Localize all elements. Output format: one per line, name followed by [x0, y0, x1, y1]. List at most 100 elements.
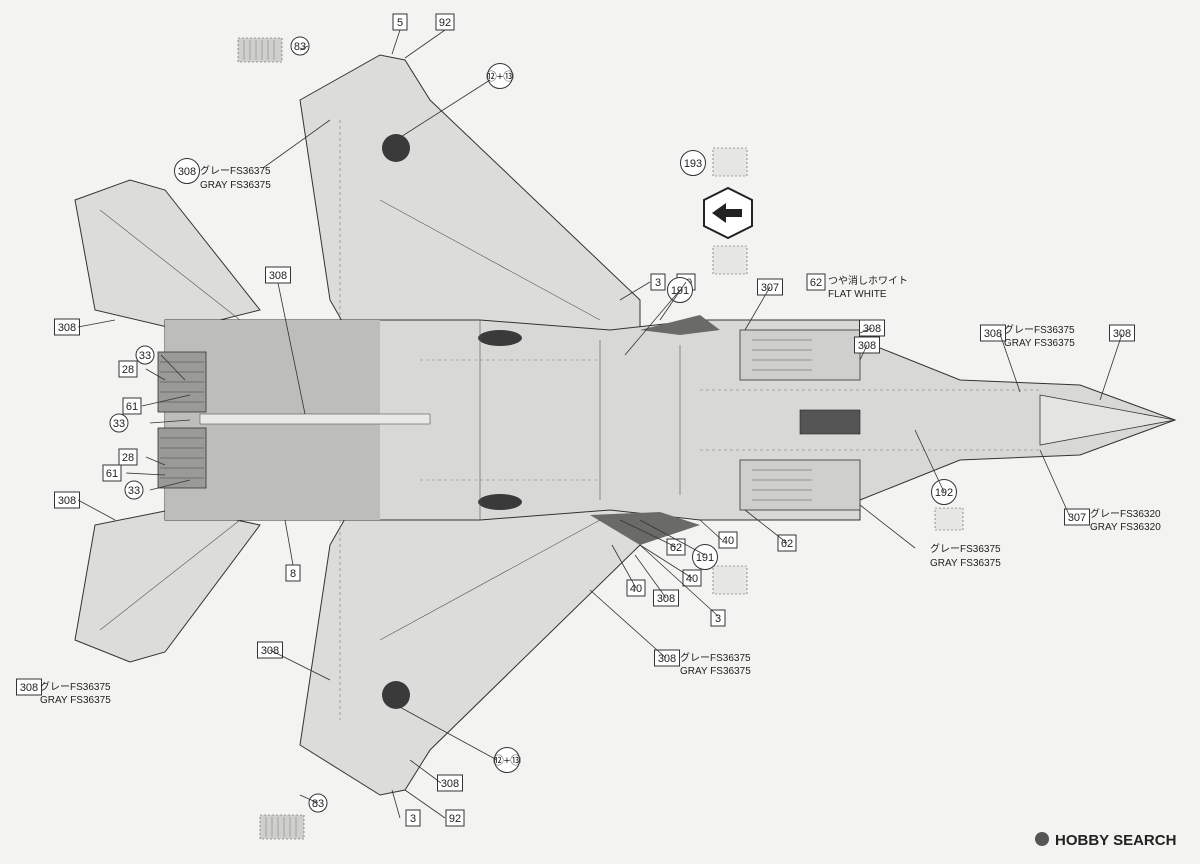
callout-c308c: 308	[265, 266, 291, 284]
label-gray-lowerwing-en: GRAY FS36375	[680, 666, 751, 677]
callout-number: 307	[1068, 512, 1086, 524]
callout-number: 307	[761, 282, 779, 294]
label-gray-lowerwing-jp: グレーFS36375	[680, 651, 751, 664]
watermark-logo-icon	[1035, 832, 1049, 846]
callout-c28a: 28	[118, 360, 138, 378]
callout-c5: 5	[392, 13, 408, 31]
wing-upper	[299, 54, 641, 336]
callout-number: 308	[863, 323, 881, 335]
decal-box-193	[712, 147, 748, 177]
callout-number: 308	[178, 166, 196, 178]
direction-arrow-icon	[703, 186, 753, 240]
label-gray-intake-en: GRAY FS36375	[930, 558, 1001, 569]
label-gray-nose-en: GRAY FS36375	[1004, 338, 1075, 349]
stabilizer-upper	[74, 179, 261, 331]
callout-number: 192	[935, 487, 953, 499]
stabilizer-lower	[74, 507, 261, 663]
callout-c12t: ⑫+⑬	[486, 63, 514, 89]
color-labels: グレーFS36375 GRAY FS36375 つや消しホワイト FLAT WH…	[40, 164, 1161, 706]
label-flat-white-jp: つや消しホワイト	[828, 274, 908, 287]
callout-c308m: 308	[437, 774, 463, 792]
roundel-upper	[382, 134, 410, 162]
callout-c8: 8	[285, 564, 301, 582]
label-gray-nose-jp: グレーFS36375	[1004, 323, 1075, 336]
callout-number: ⑫+⑬	[493, 754, 521, 767]
main-gear-upper	[478, 330, 522, 346]
callout-c92t: 92	[435, 13, 455, 31]
label-gray-tail-jp: グレーFS36375	[40, 680, 111, 693]
callout-number: 83	[294, 41, 306, 53]
watermark-text: HOBBY SEARCH	[1055, 832, 1176, 849]
callout-c28b: 28	[118, 448, 138, 466]
callout-number: 308	[261, 645, 279, 657]
callout-number: 61	[126, 401, 138, 413]
callout-number: 8	[290, 568, 296, 580]
nose-gear-bay	[799, 409, 861, 435]
callout-number: 62	[810, 277, 822, 289]
callout-c308j: 308	[654, 649, 680, 667]
callout-c62a: 62	[806, 273, 826, 291]
callout-c308d: 308	[54, 491, 80, 509]
callout-c308b: 308	[54, 318, 80, 336]
callout-number: ⑫+⑬	[486, 70, 514, 83]
callout-number: 308	[20, 682, 38, 694]
callout-c191b: 191	[692, 544, 718, 570]
callout-c33b: 33	[109, 413, 129, 433]
callout-c308g: 308	[980, 324, 1006, 342]
decal-stripe-lines	[243, 40, 297, 837]
callout-c12b: ⑫+⑬	[493, 747, 521, 773]
callout-number: 62	[670, 542, 682, 554]
label-gray-intake-jp: グレーFS36375	[930, 542, 1001, 555]
decal-stripe-top	[237, 37, 283, 63]
dark-marking-lower	[590, 512, 700, 545]
decal-box-192	[934, 507, 964, 531]
callout-number: 308	[858, 340, 876, 352]
callout-number: 308	[58, 495, 76, 507]
wing-lower	[299, 509, 641, 796]
callout-c193: 193	[680, 150, 706, 176]
callout-c40b: 40	[718, 531, 738, 549]
decal-stripe-bottom	[259, 814, 305, 840]
callout-number: 3	[655, 277, 661, 289]
callout-c308a: 308	[174, 158, 200, 184]
label-gray-wing-jp: グレーFS36375	[200, 164, 271, 177]
callout-c308l: 308	[16, 678, 42, 696]
label-gray320-en: GRAY FS36320	[1090, 522, 1161, 533]
callout-c3a: 3	[650, 273, 666, 291]
label-gray320-jp: グレーFS36320	[1090, 507, 1161, 520]
callout-number: 308	[58, 322, 76, 334]
intake-lower	[739, 459, 861, 511]
callout-c307b: 307	[1064, 508, 1090, 526]
callout-c308h: 308	[1109, 324, 1135, 342]
watermark: HOBBY SEARCH	[1035, 832, 1176, 849]
nozzle-petals	[160, 361, 204, 479]
center-spine	[199, 413, 431, 425]
callout-number: 61	[106, 468, 118, 480]
callout-c33a: 33	[135, 345, 155, 365]
callout-number: 308	[269, 270, 287, 282]
callout-c92b: 92	[445, 809, 465, 827]
callout-number: 3	[410, 813, 416, 825]
label-gray-tail-en: GRAY FS36375	[40, 695, 111, 706]
callout-number: 40	[630, 583, 642, 595]
callout-number: 92	[449, 813, 461, 825]
callout-c3c: 3	[405, 809, 421, 827]
panel-lines	[99, 120, 1041, 720]
callout-number: 308	[441, 778, 459, 790]
callout-number: 5	[397, 17, 403, 29]
callout-c3b: 3	[710, 609, 726, 627]
leader-lines	[77, 29, 1123, 819]
callout-c83t: 83	[290, 36, 310, 56]
callout-c83b: 83	[308, 793, 328, 813]
intake-upper	[739, 329, 861, 381]
label-gray-wing-en: GRAY FS36375	[200, 180, 271, 191]
callout-c61a: 61	[122, 397, 142, 415]
label-flat-white-en: FLAT WHITE	[828, 289, 887, 300]
callout-number: 308	[658, 653, 676, 665]
callout-number: 33	[139, 350, 151, 362]
main-gear-lower	[478, 494, 522, 510]
callout-number: 40	[686, 573, 698, 585]
callout-c33c: 33	[124, 480, 144, 500]
